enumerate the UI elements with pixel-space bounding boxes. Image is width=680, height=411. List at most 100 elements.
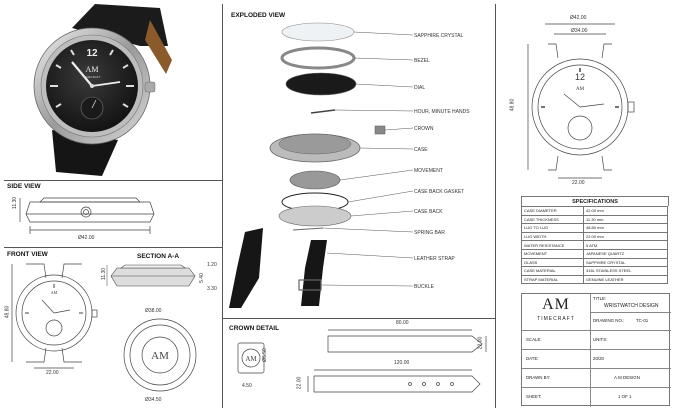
label-hands: HOUR, MINUTE HANDS: [414, 109, 470, 115]
specs-key: LUG WIDTH: [521, 231, 584, 242]
front-view-title: FRONT VIEW: [7, 251, 48, 258]
drawing-no-label: DRAWING NO.:: [593, 318, 625, 323]
specs-value: 316L STAINLESS STEEL: [583, 266, 668, 276]
watch-render: 12 AM TIMECRAFT: [33, 4, 172, 176]
section-540-dim: 5.40: [198, 273, 205, 283]
strap-detail-drawing: [307, 329, 487, 393]
crown-detail-title: CROWN DETAIL: [229, 325, 280, 332]
svg-text:AM: AM: [245, 355, 257, 363]
drawing-no-value: TC-01: [636, 318, 649, 323]
render-monogram: AM: [86, 65, 99, 74]
top-48-dim: 48.80: [509, 98, 516, 112]
crown-width-dim: 4.50: [242, 383, 252, 389]
crown-height-dim: Ø5.50: [261, 348, 268, 362]
title-block-logo: AM: [542, 296, 570, 313]
specs-key: WATER RESISTANCE: [521, 240, 584, 250]
specs-key: LUG TO LUG: [521, 223, 584, 233]
caseback-38-dim: Ø38.00: [145, 308, 162, 314]
label-crown: CROWN: [414, 126, 434, 132]
exploded-view-title: EXPLODED VIEW: [231, 12, 286, 19]
specs-key: STRAP MATERIAL: [521, 274, 584, 285]
caseback-34-dim: Ø34.50: [145, 397, 162, 403]
top-42-dim: Ø42.00: [570, 15, 587, 21]
divider-left-mid: [4, 247, 222, 248]
front-view-drawing: AM: [11, 263, 98, 369]
specs-key: CASE MATERIAL: [521, 266, 584, 276]
svg-text:AM: AM: [151, 350, 169, 362]
strap-22b-dim: 22.00: [296, 376, 303, 390]
svg-text:AM: AM: [576, 87, 585, 92]
specs-title: SPECIFICATIONS: [521, 196, 669, 206]
specs-value: 42.00 mm: [583, 206, 668, 216]
label-dial: DIAL: [414, 85, 426, 91]
side-view-drawing: [19, 197, 155, 234]
section-120-dim: 1.20: [207, 262, 217, 268]
label-movement: MOVEMENT: [414, 168, 443, 174]
top-34-dim: Ø34.00: [571, 28, 588, 34]
sheet-value: 1 OF 1: [618, 394, 632, 399]
specs-key: MOVEMENT: [521, 248, 584, 259]
top-front-drawing: 12 AM: [527, 23, 635, 179]
crown-detail-drawing: AM: [237, 342, 265, 374]
units-label: UNITS:: [593, 337, 608, 342]
front-height-dim: 48.80: [4, 305, 11, 319]
title-block-brand: TIMECRAFT: [537, 316, 575, 322]
exploded-view-drawing: [229, 22, 414, 308]
specs-value: 11.30 mm: [583, 214, 668, 225]
render-brand: TIMECRAFT: [83, 75, 100, 79]
label-bezel: BEZEL: [414, 58, 430, 64]
section-height-dim: 11.30: [101, 267, 108, 281]
strap-22a-dim: 22.00: [477, 336, 484, 350]
strap-120-dim: 120.00: [394, 360, 410, 366]
specs-key: CASE THICKNESS: [521, 214, 584, 225]
divider-left-vertical: [222, 4, 223, 408]
specs-value: SAPPHIRE CRYSTAL: [583, 257, 668, 268]
specs-value: 48.80 mm: [583, 223, 668, 233]
label-case-back-gasket: CASE BACK GASKET: [414, 189, 465, 195]
divider-left-upper: [4, 180, 222, 181]
render-numeral-12: 12: [86, 48, 98, 59]
specs-key: CASE DIAMETER: [521, 206, 584, 216]
specs-value: JAPANESE QUARTZ: [583, 248, 668, 259]
title-label: TITLE:: [593, 296, 607, 301]
side-view-title: SIDE VIEW: [7, 183, 41, 190]
scale-label: SCALE:: [526, 337, 542, 342]
section-aa-drawing: [106, 264, 196, 287]
drawn-by-label: DRAWN BY:: [526, 375, 551, 380]
divider-right-vertical: [495, 4, 496, 408]
title-block: AM TIMECRAFT TITLE: WRISTWATCH DESIGN DR…: [521, 293, 671, 407]
date-value: 20/20: [593, 356, 604, 361]
svg-text:AM: AM: [51, 290, 58, 295]
title-value: WRISTWATCH DESIGN: [604, 303, 659, 309]
divider-center-bottom: [222, 318, 495, 319]
label-case: CASE: [414, 147, 428, 153]
sheet-label: SHEET:: [526, 394, 542, 399]
side-width-dim: Ø42.00: [78, 235, 95, 241]
front-width-dim: 22.00: [46, 370, 59, 376]
label-case-back: CASE BACK: [414, 209, 443, 215]
section-aa-title: SECTION A-A: [137, 253, 180, 260]
strap-top: [72, 4, 168, 46]
specs-value: GENUINE LEATHER: [583, 274, 668, 285]
strap-80-dim: 80.00: [396, 320, 409, 326]
specs-key: GLASS: [521, 257, 584, 268]
specs-value: 5 ATM: [583, 240, 668, 250]
drawn-by-value: A.M DESIGN: [614, 375, 640, 380]
specs-value: 22.00 mm: [583, 231, 668, 242]
svg-text:12: 12: [575, 72, 585, 82]
top-22-dim: 22.00: [572, 180, 585, 186]
section-330-dim: 3.30: [207, 286, 217, 292]
date-label: DATE:: [526, 356, 539, 361]
label-spring-bar: SPRING BAR: [414, 230, 445, 236]
